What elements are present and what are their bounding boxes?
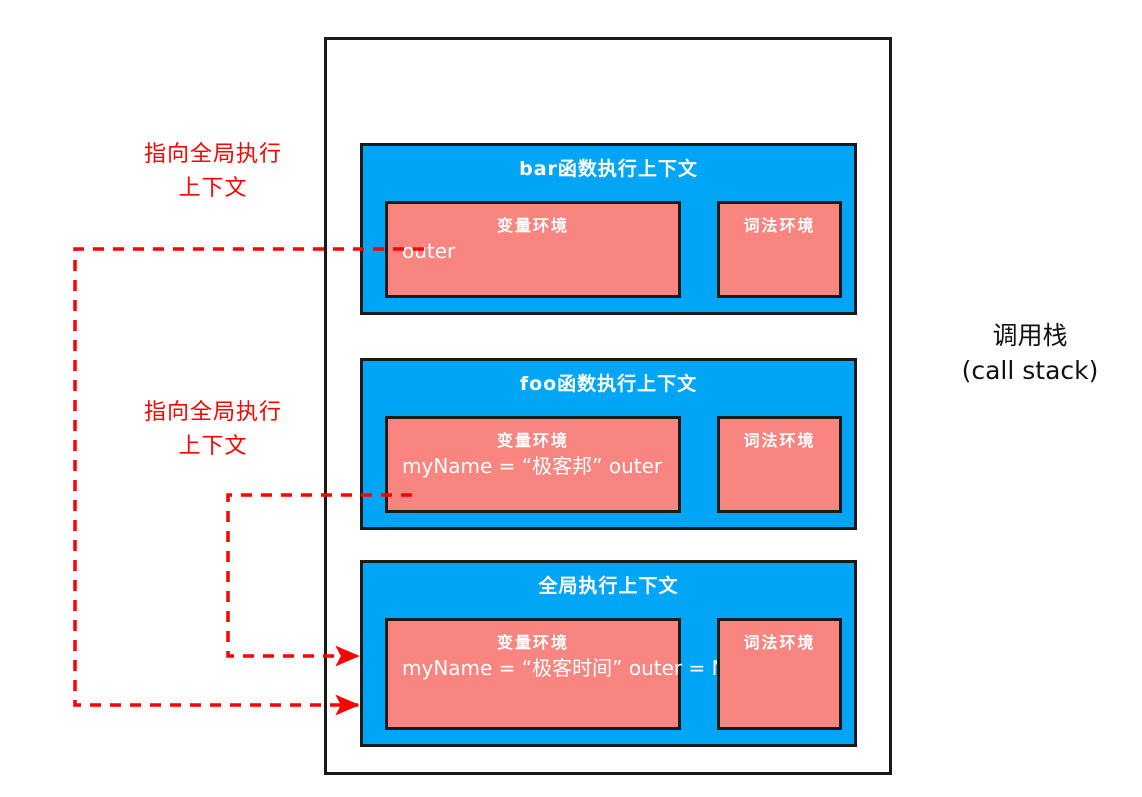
variable-environment-entries-global: myName = “极客时间” outer = NULL [402,656,764,680]
lexical-environment-box-foo: 词法环境 [717,416,842,513]
annotation-outer-pointer-bar: 指向全局执行 上下文 [143,142,282,201]
execution-context-frame-bar: bar函数执行上下文 变量环境 outer 词法环境 [360,143,857,315]
variable-environment-entries-bar: outer [402,239,456,263]
lexical-environment-title-global: 词法环境 [743,633,816,652]
annotation-outer-pointer-foo: 指向全局执行 上下文 [143,400,282,459]
variable-environment-title-global: 变量环境 [496,633,569,652]
call-stack-label: 调用栈 (call stack) [961,321,1099,385]
lexical-environment-title-bar: 词法环境 [743,216,816,235]
call-stack-container: bar函数执行上下文 变量环境 outer 词法环境 foo函数执行上下文 变量… [324,37,892,775]
variable-environment-entries-foo: myName = “极客邦” outer [402,454,663,478]
lexical-environment-box-bar: 词法环境 [717,201,842,298]
variable-environment-box-bar: 变量环境 outer [385,201,681,298]
variable-environment-title-bar: 变量环境 [496,216,569,235]
lexical-environment-box-global: 词法环境 [717,618,842,730]
execution-context-frame-global: 全局执行上下文 变量环境 myName = “极客时间” outer = NUL… [360,560,857,747]
lexical-environment-title-foo: 词法环境 [743,431,816,450]
variable-environment-box-foo: 变量环境 myName = “极客邦” outer [385,416,681,513]
execution-context-frame-foo: foo函数执行上下文 变量环境 myName = “极客邦” outer 词法环… [360,358,857,530]
variable-environment-title-foo: 变量环境 [496,431,569,450]
execution-context-title-bar: bar函数执行上下文 [519,158,698,180]
variable-environment-box-global: 变量环境 myName = “极客时间” outer = NULL [385,618,764,730]
execution-context-title-foo: foo函数执行上下文 [519,373,698,395]
execution-context-title-global: 全局执行上下文 [538,575,679,597]
